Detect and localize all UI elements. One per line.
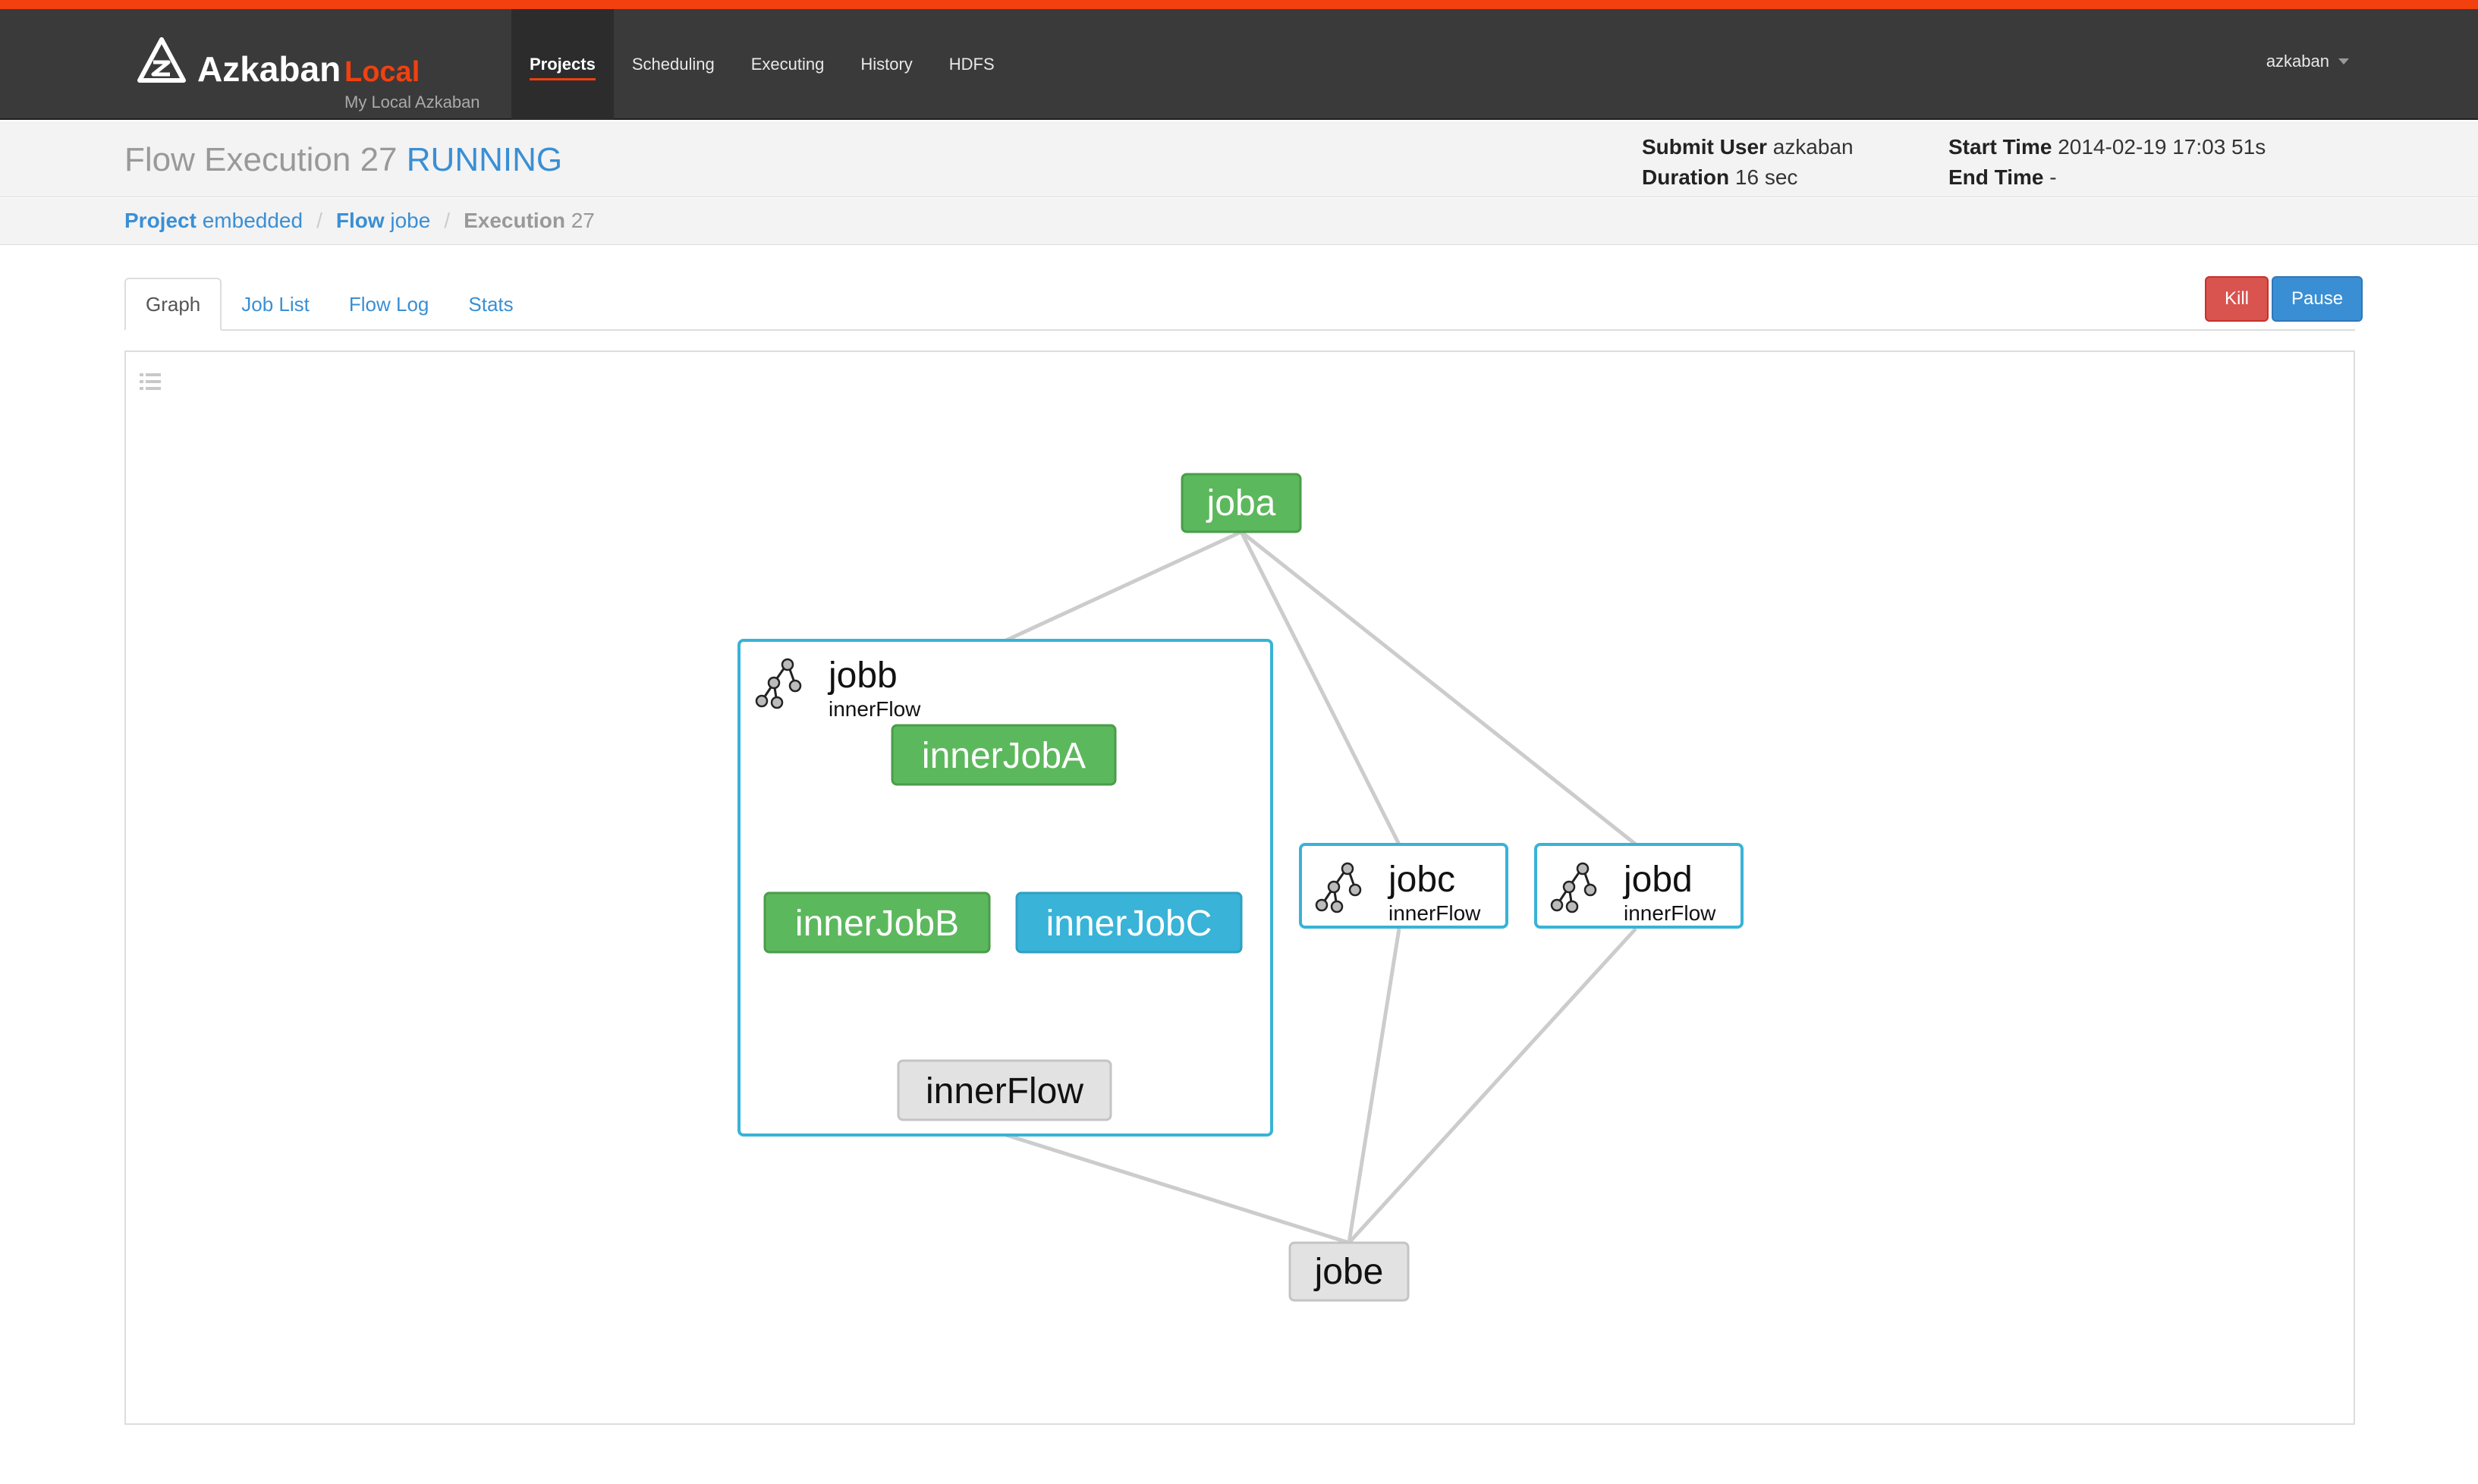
pause-button[interactable]: Pause [2272, 276, 2363, 322]
tab-stats[interactable]: Stats [448, 278, 533, 331]
user-menu[interactable]: azkaban [2266, 52, 2349, 71]
brand-environment: Local [344, 56, 420, 89]
meta-submit: Submit User azkaban Duration 16 sec [1642, 132, 1854, 193]
duration-label: Duration [1642, 165, 1729, 189]
node-innerjobb[interactable]: innerJobB [765, 893, 989, 952]
execution-status: RUNNING [407, 141, 562, 178]
brand-name: Azkaban [197, 49, 341, 90]
node-jobc-sub: innerFlow [1388, 901, 1481, 925]
user-name: azkaban [2266, 52, 2329, 71]
flow-graph: joba jobb innerFlow innerJobA innerJobB … [126, 352, 2354, 1423]
tab-flow-log[interactable]: Flow Log [329, 278, 449, 331]
nav-history[interactable]: History [842, 9, 930, 120]
node-jobd[interactable]: jobd innerFlow [1536, 844, 1742, 927]
end-time-label: End Time [1948, 165, 2044, 189]
breadcrumb-execution: Execution 27 [464, 209, 595, 233]
breadcrumb-bar: Project embedded / Flow jobe / Execution… [0, 198, 2478, 245]
node-jobb-sub: innerFlow [829, 697, 921, 721]
node-joba[interactable]: joba [1182, 474, 1300, 532]
graph-panel: joba jobb innerFlow innerJobA innerJobB … [124, 351, 2355, 1425]
breadcrumb-separator: / [316, 209, 322, 233]
breadcrumb-project[interactable]: Project embedded [124, 209, 303, 233]
breadcrumb-separator: / [444, 209, 450, 233]
node-innerjobb-label: innerJobB [795, 904, 959, 944]
node-innerjoba[interactable]: innerJobA [892, 725, 1115, 784]
accent-bar [0, 0, 2478, 9]
node-innerflow-label: innerFlow [926, 1071, 1083, 1111]
execution-title: Flow Execution 27 [124, 141, 398, 178]
breadcrumb: Project embedded / Flow jobe / Execution… [124, 209, 595, 233]
node-jobe-label: jobe [1313, 1252, 1384, 1292]
submit-user-value: azkaban [1773, 135, 1854, 159]
node-jobd-label: jobd [1622, 860, 1693, 900]
edge-joba-jobb [1006, 532, 1241, 640]
nav-hdfs[interactable]: HDFS [931, 9, 1013, 120]
node-jobb-label: jobb [827, 656, 898, 696]
duration-value: 16 sec [1735, 165, 1798, 189]
node-innerjoba-label: innerJobA [922, 736, 1086, 776]
nav-executing[interactable]: Executing [733, 9, 843, 120]
main-nav: Projects Scheduling Executing History HD… [511, 9, 1013, 120]
node-innerflow[interactable]: innerFlow [898, 1061, 1111, 1120]
tab-graph[interactable]: Graph [124, 278, 222, 331]
edge-jobb-jobe [1006, 1135, 1349, 1243]
meta-time: Start Time 2014-02-19 17:03 51s End Time… [1948, 132, 2266, 193]
azkaban-logo-icon [137, 36, 187, 86]
navbar: Azkaban Local My Local Azkaban Projects … [0, 9, 2478, 120]
brand-subtitle: My Local Azkaban [344, 93, 480, 112]
start-time-label: Start Time [1948, 135, 2052, 159]
start-time-value: 2014-02-19 17:03 51s [2058, 135, 2266, 159]
edge-joba-jobd [1241, 532, 1636, 844]
nav-scheduling[interactable]: Scheduling [614, 9, 733, 120]
page-title: Flow Execution 27 RUNNING [124, 141, 562, 179]
tab-bar: Graph Job List Flow Log Stats [124, 278, 2355, 331]
kill-button[interactable]: Kill [2205, 276, 2269, 322]
breadcrumb-flow[interactable]: Flow jobe [336, 209, 430, 233]
submit-user-label: Submit User [1642, 135, 1767, 159]
end-time-value: - [2049, 165, 2056, 189]
node-jobd-sub: innerFlow [1624, 901, 1716, 925]
node-innerjobc-label: innerJobC [1046, 904, 1212, 944]
node-joba-label: joba [1206, 483, 1276, 523]
node-jobc-label: jobc [1387, 860, 1455, 900]
caret-down-icon [2338, 58, 2349, 64]
node-innerjobc[interactable]: innerJobC [1017, 893, 1241, 952]
node-jobc[interactable]: jobc innerFlow [1300, 844, 1507, 927]
page-header: Flow Execution 27 RUNNING Submit User az… [0, 121, 2478, 197]
tab-job-list[interactable]: Job List [222, 278, 329, 331]
node-jobe[interactable]: jobe [1290, 1243, 1408, 1300]
nav-projects[interactable]: Projects [511, 9, 614, 120]
